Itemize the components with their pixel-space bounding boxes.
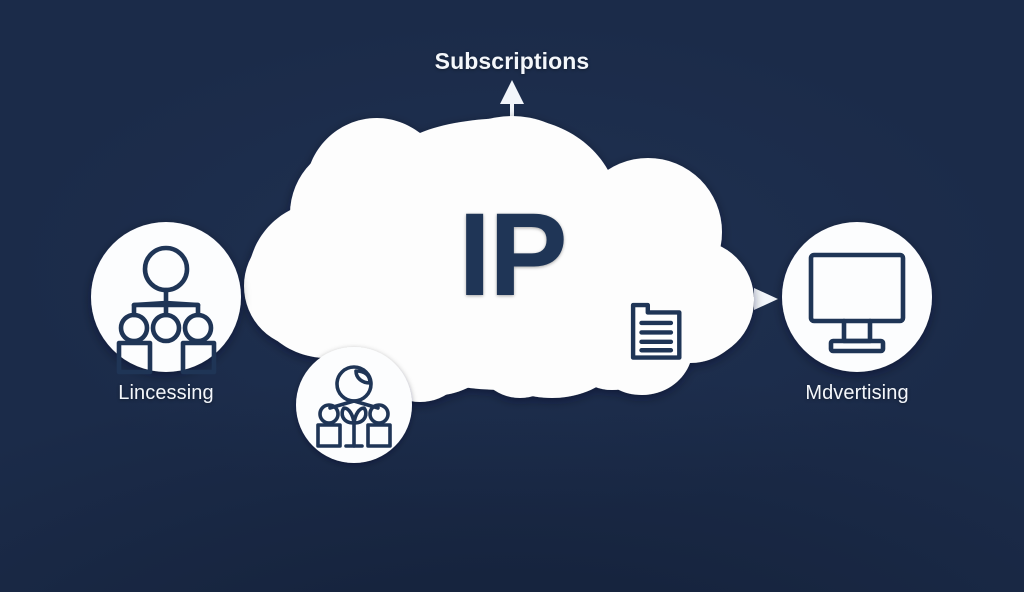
node-licensing[interactable] <box>91 222 241 375</box>
node-people-group[interactable] <box>296 347 412 463</box>
cloud-shape <box>244 116 754 402</box>
node-advertising[interactable] <box>782 222 932 372</box>
label-advertising: Mdvertising <box>805 382 909 404</box>
cloud-title-ip: IP <box>458 189 568 321</box>
org-chart-icon <box>116 245 217 375</box>
label-licensing: Lincessing <box>118 382 214 404</box>
people-group-icon <box>316 365 392 448</box>
document-lines-icon <box>630 302 682 360</box>
monitor-icon <box>808 252 906 354</box>
label-subscriptions: Subscriptions <box>434 48 590 74</box>
